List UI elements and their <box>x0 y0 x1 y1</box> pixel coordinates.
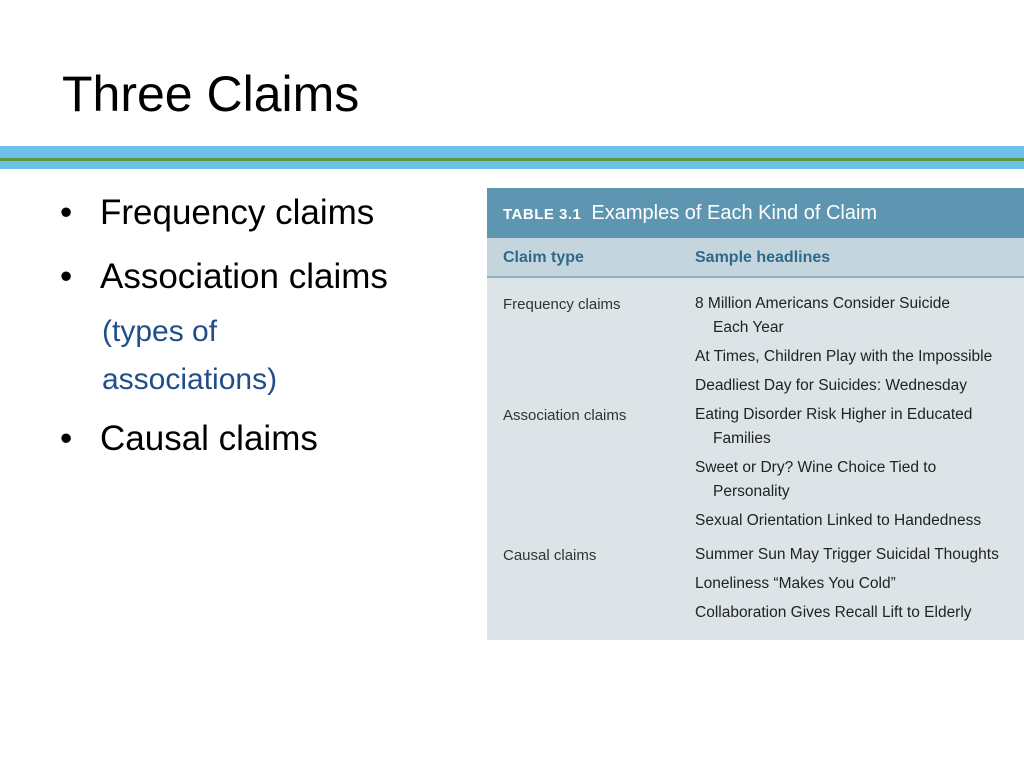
headline: Loneliness “Makes You Cold” <box>695 572 1020 596</box>
title-rule-band-lower <box>0 161 1024 169</box>
headline: 8 Million Americans Consider Suicide Eac… <box>695 292 1020 340</box>
headline-text: Eating Disorder Risk Higher in Educated <box>695 406 973 423</box>
headline: Summer Sun May Trigger Suicidal Thoughts <box>695 543 1020 567</box>
headline-text: Sexual Orientation Linked to Handedness <box>695 512 982 529</box>
claim-type-cell: Association claims <box>503 407 627 424</box>
table-number: TABLE 3.1 <box>503 205 582 223</box>
column-header-sample-headlines: Sample headlines <box>695 249 831 266</box>
headline: Collaboration Gives Recall Lift to Elder… <box>695 601 1020 625</box>
slide-title: Three Claims <box>62 66 360 122</box>
note-line: (types of <box>102 315 218 348</box>
association-types-note: (types of associations) <box>60 308 460 404</box>
headline: Sexual Orientation Linked to Handedness <box>695 509 1020 533</box>
headline-text: Sweet or Dry? Wine Choice Tied to <box>695 459 937 476</box>
bullet-marker: • <box>60 419 73 458</box>
headline: Sweet or Dry? Wine Choice Tied to Person… <box>695 456 1020 504</box>
headline: Deadliest Day for Suicides: Wednesday <box>695 374 1020 398</box>
headline: Eating Disorder Risk Higher in Educated … <box>695 403 1020 451</box>
headline-text: At Times, Children Play with the Impossi… <box>695 348 993 365</box>
column-header-claim-type: Claim type <box>503 249 584 266</box>
bullet-list: • Frequency claims • Association claims … <box>60 188 460 464</box>
bullet-frequency-claims: • Frequency claims <box>60 188 460 238</box>
headline-cell: 8 Million Americans Consider Suicide Eac… <box>695 292 1020 403</box>
headline: At Times, Children Play with the Impossi… <box>695 345 1020 369</box>
headline-text-continued: Personality <box>713 483 790 500</box>
title-rule-line <box>0 158 1024 161</box>
headline-cell: Summer Sun May Trigger Suicidal Thoughts… <box>695 543 1020 630</box>
headline-text: Deadliest Day for Suicides: Wednesday <box>695 377 967 394</box>
table-caption: Examples of Each Kind of Claim <box>591 201 878 224</box>
headline-text-continued: Each Year <box>713 319 784 336</box>
headline-text: 8 Million Americans Consider Suicide <box>695 295 951 312</box>
headline-cell: Eating Disorder Risk Higher in Educated … <box>695 403 1020 538</box>
bullet-label: Association claims <box>100 257 388 296</box>
bullet-causal-claims: • Causal claims <box>60 414 460 464</box>
bullet-association-claims: • Association claims <box>60 252 460 302</box>
table-column-headers: Claim type Sample headlines <box>487 238 1024 278</box>
headline-text: Summer Sun May Trigger Suicidal Thoughts <box>695 546 999 563</box>
bullet-label: Frequency claims <box>100 193 375 232</box>
headline-text: Collaboration Gives Recall Lift to Elder… <box>695 604 972 621</box>
claims-table: TABLE 3.1 Examples of Each Kind of Claim… <box>487 188 1024 640</box>
note-line: associations) <box>102 363 278 396</box>
claim-type-cell: Frequency claims <box>503 296 621 313</box>
bullet-label: Causal claims <box>100 419 318 458</box>
bullet-marker: • <box>60 193 73 232</box>
headline-text: Loneliness “Makes You Cold” <box>695 575 896 592</box>
bullet-marker: • <box>60 257 73 296</box>
title-rule-band <box>0 146 1024 158</box>
table-title-bar: TABLE 3.1 Examples of Each Kind of Claim <box>487 188 1024 238</box>
claim-type-cell: Causal claims <box>503 547 597 564</box>
headline-text-continued: Families <box>713 430 771 447</box>
